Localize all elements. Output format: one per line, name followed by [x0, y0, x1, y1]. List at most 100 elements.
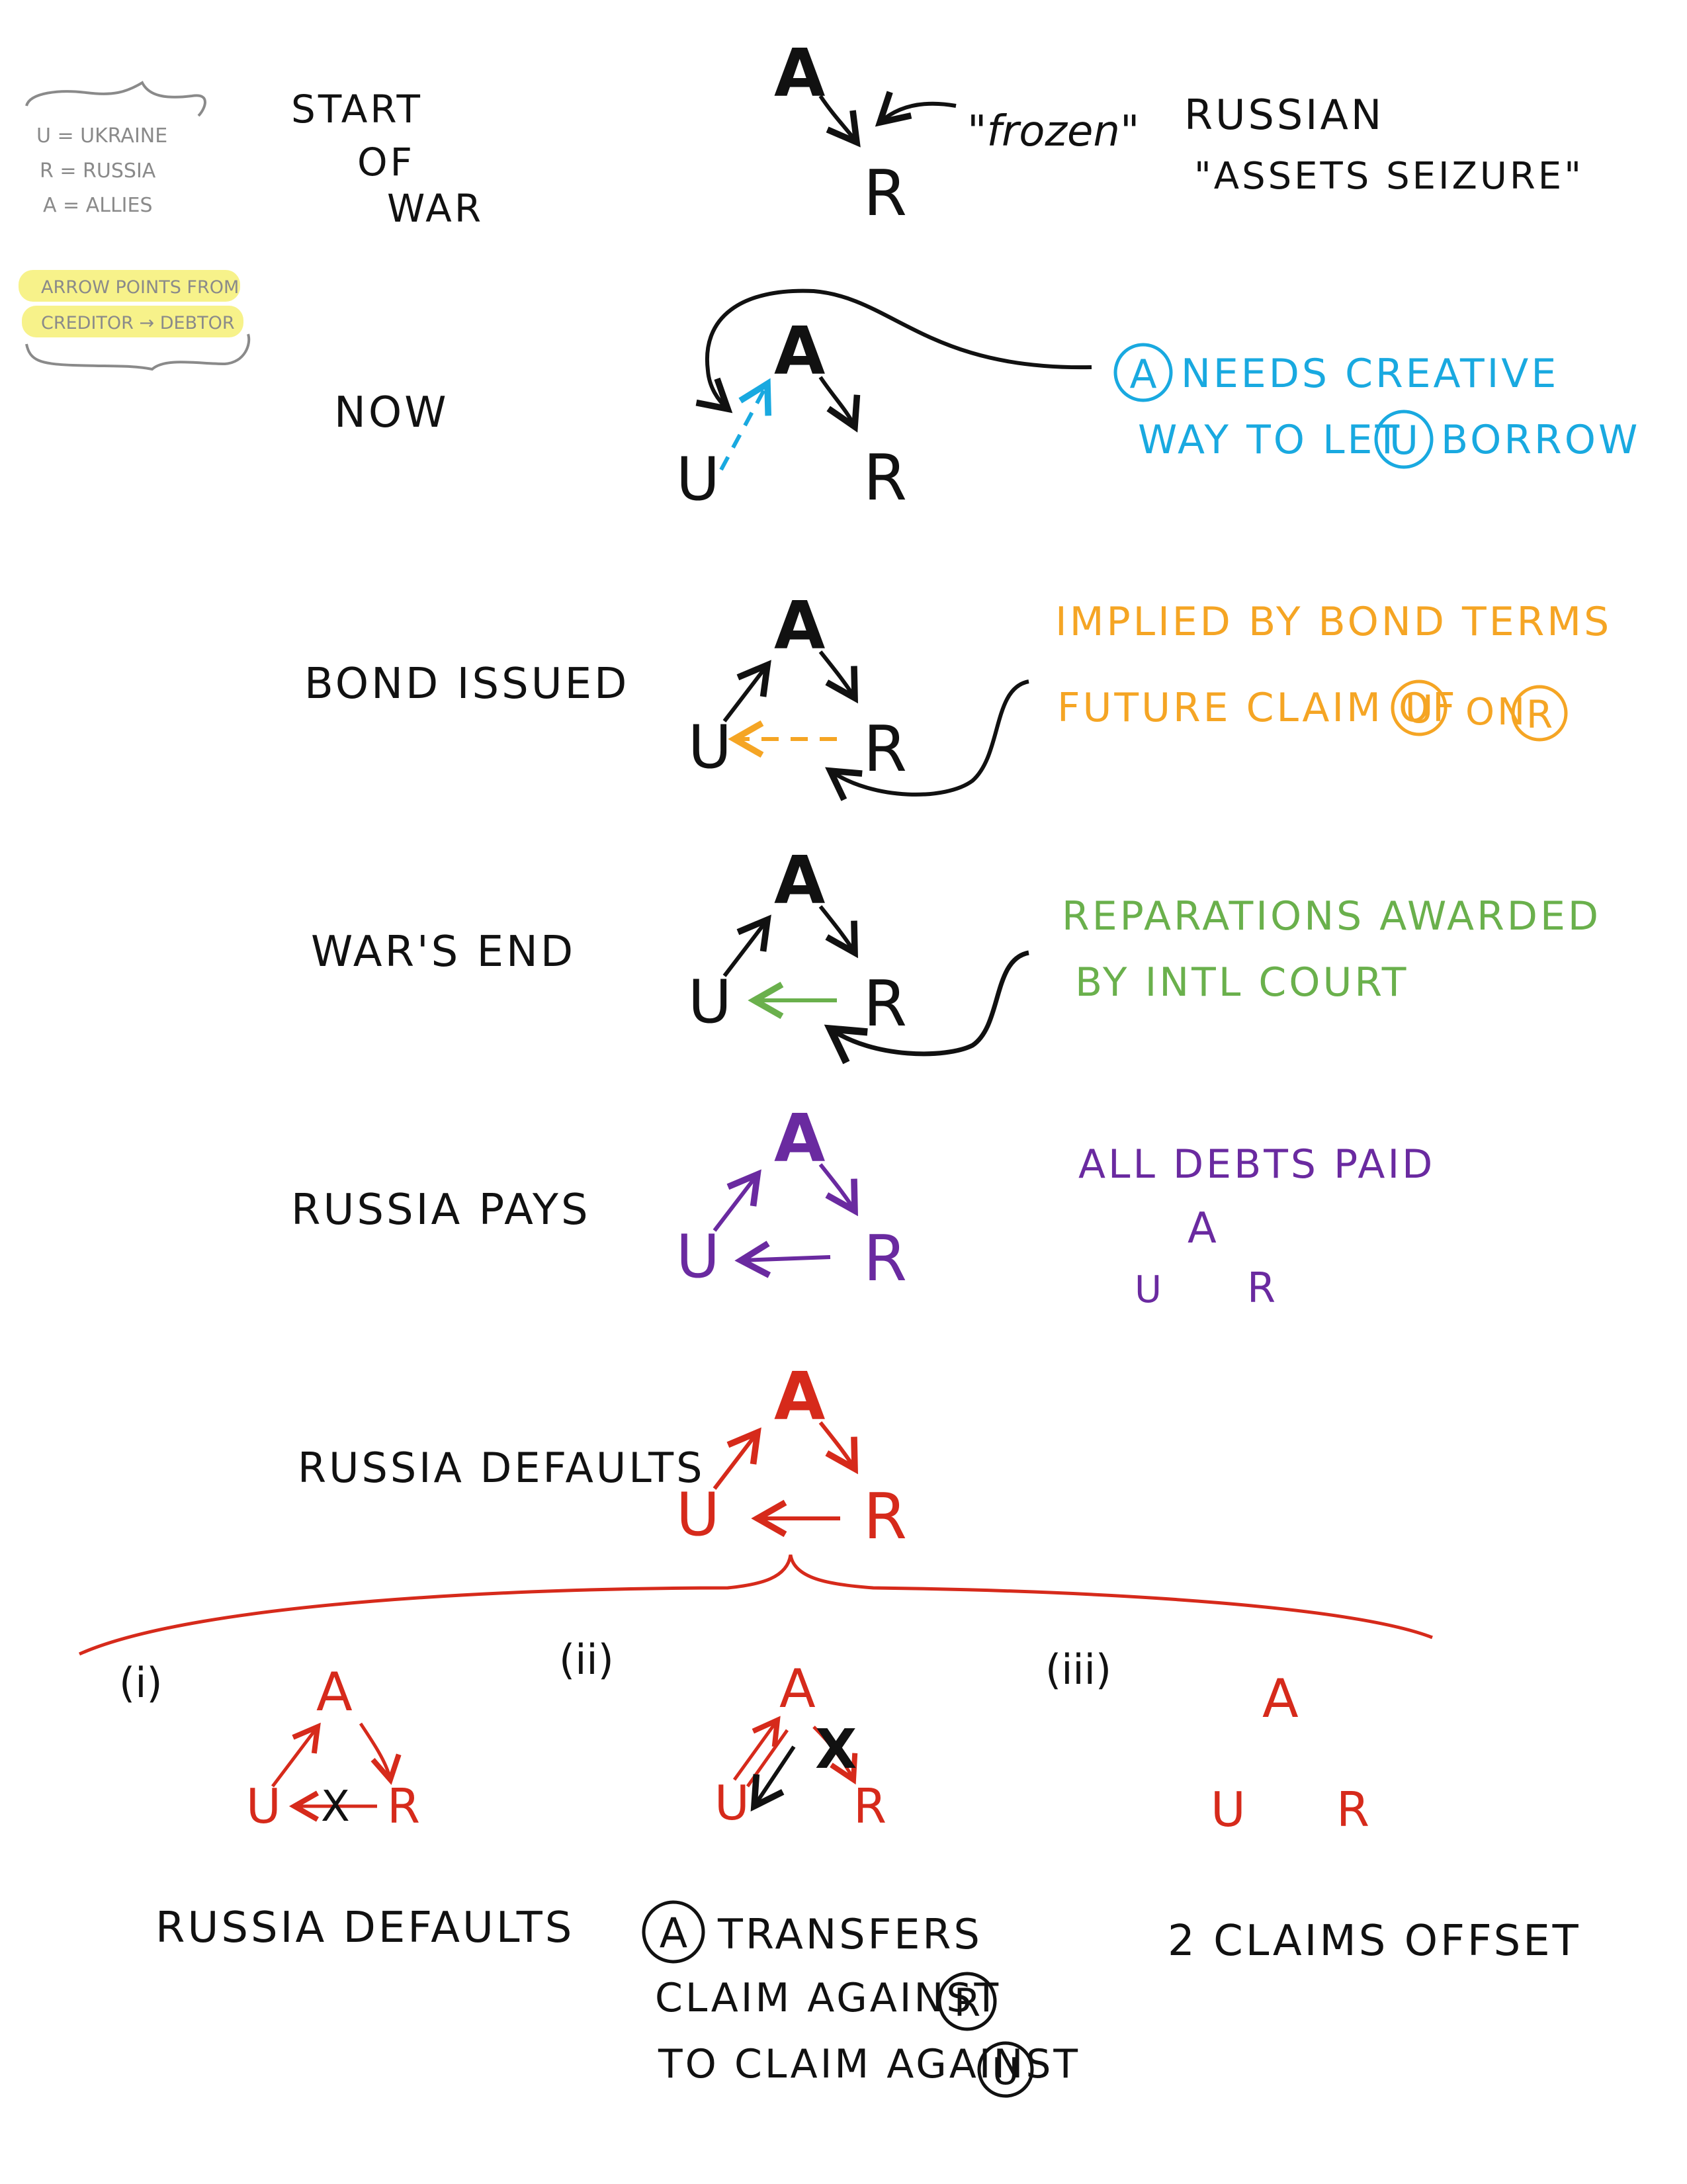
dashed-arrow-ukraine-to-allies	[719, 378, 772, 471]
stage-note: "ASSETS SEIZURE"	[1194, 155, 1584, 198]
node-allies: A	[774, 587, 825, 664]
node-russia: R	[863, 442, 907, 515]
stage-note: WAY TO LET	[1138, 417, 1402, 463]
arrow-allies-to-russia	[818, 905, 858, 959]
legend-highlight-2	[22, 306, 243, 337]
arrow-ukraine-to-allies	[722, 914, 771, 977]
stage-label: WAR	[387, 186, 484, 231]
node-russia: R	[387, 1778, 420, 1834]
stage-note: REPARATIONS AWARDED	[1062, 893, 1601, 939]
arrow-allies-to-russia	[818, 1421, 858, 1475]
ukraine-circle-badge	[977, 2041, 1034, 2098]
arrow-ukraine-to-allies	[713, 1427, 761, 1490]
stage-bond-issued: BOND ISSUED A U R IMPLIED BY BOND TERMS …	[304, 587, 1612, 801]
outcome-caption: TO CLAIM AGAINST	[658, 2041, 1080, 2087]
mini-node-allies: A	[1188, 1204, 1217, 1253]
node-allies: A	[316, 1661, 353, 1723]
stage-start-of-war: START OF WAR A R "frozen" RUSSIAN "ASSET…	[291, 34, 1584, 231]
arrow-allies-to-russia	[818, 376, 861, 433]
stage-note: FUTURE CLAIM OF	[1057, 685, 1458, 731]
arrow-allies-to-russia	[818, 1163, 858, 1217]
stage-note: ALL DEBTS PAID	[1078, 1141, 1435, 1188]
node-ukraine: U	[676, 1480, 720, 1550]
outcomes-brace	[78, 1554, 1433, 1656]
cross-mark: X	[321, 1782, 350, 1831]
outcome-number: (i)	[119, 1659, 163, 1707]
node-ukraine: U	[688, 713, 732, 782]
arrow-ukraine-to-allies	[271, 1722, 321, 1788]
node-allies: A	[774, 312, 825, 390]
stage-russia-pays: RUSSIA PAYS A U R ALL DEBTS PAID A U R	[291, 1100, 1435, 1312]
mini-node-russia: R	[1247, 1264, 1276, 1312]
stage-label: OF	[357, 140, 415, 185]
node-allies: A	[774, 1100, 825, 1177]
allies-badge-letter: A	[660, 1909, 687, 1957]
stage-note: IMPLIED BY BOND TERMS	[1055, 599, 1612, 645]
arrow-ukraine-to-allies	[732, 1716, 781, 1781]
outcome-caption: 2 CLAIMS OFFSET	[1168, 1917, 1581, 1966]
legend-line-russia: R = RUSSIA	[40, 159, 156, 183]
russia-circle-badge	[1511, 685, 1568, 742]
outcome-caption: RUSSIA DEFAULTS	[155, 1903, 574, 1952]
legend-line-allies: A = ALLIES	[43, 194, 153, 217]
russia-badge-letter: R	[1526, 692, 1553, 737]
legend: U = UKRAINE R = RUSSIA A = ALLIES ARROW …	[19, 81, 251, 371]
outcome-number: (iii)	[1045, 1645, 1111, 1694]
outcome-ii: (ii) A U R X A TRANSFERS CLAIM AGAINST R…	[559, 1636, 1080, 2098]
node-ukraine: U	[714, 1775, 750, 1831]
node-ukraine: U	[688, 967, 732, 1037]
allies-badge-letter: A	[1129, 351, 1156, 398]
arrow-reparations-curve	[824, 950, 1029, 1065]
stage-label: RUSSIA PAYS	[291, 1186, 591, 1235]
arrow-ukraine-to-allies	[722, 660, 771, 722]
ukraine-badge-letter: U	[992, 2050, 1019, 2093]
stage-note: NEEDS CREATIVE	[1181, 351, 1559, 397]
outcome-i: (i) A U R X RUSSIA DEFAULTS	[119, 1659, 574, 1952]
mini-node-ukraine: U	[1135, 1268, 1162, 1311]
stage-note: RUSSIAN	[1184, 91, 1384, 139]
stage-label: START	[291, 87, 423, 132]
node-russia: R	[863, 157, 907, 230]
legend-note-line-1: ARROW POINTS FROM	[41, 277, 239, 298]
arrow-allies-to-russia	[812, 1725, 858, 1785]
legend-bottom-brace	[25, 333, 251, 371]
legend-top-brace	[25, 81, 206, 117]
stage-wars-end: WAR'S END A U R REPARATIONS AWARDED BY I…	[311, 842, 1601, 1065]
stage-label: NOW	[334, 388, 449, 437]
arrow-allies-to-russia	[359, 1722, 402, 1785]
stage-label: WAR'S END	[311, 928, 576, 977]
arrow-allies-to-ukraine	[750, 1745, 796, 1812]
russia-circle-badge	[937, 1972, 997, 2031]
legend-highlight-1	[19, 270, 240, 302]
node-russia: R	[853, 1778, 887, 1834]
ukraine-badge-letter: U	[1389, 417, 1418, 464]
stage-russia-defaults: RUSSIA DEFAULTS A U R	[78, 1358, 1433, 1656]
outcome-iii: (iii) A U R 2 CLAIMS OFFSET	[1045, 1645, 1581, 1966]
ukraine-circle-badge	[1391, 679, 1448, 736]
legend-note-line-2: CREDITOR → DEBTOR	[41, 313, 235, 333]
outcome-number: (ii)	[559, 1636, 614, 1684]
arrow-ukraine-to-allies-second	[746, 1729, 789, 1788]
outcome-caption: TRANSFERS	[717, 1910, 982, 1958]
node-russia: R	[1336, 1782, 1369, 1837]
node-russia: R	[863, 713, 907, 786]
arrow-russia-to-ukraine	[734, 1241, 831, 1278]
node-ukraine: U	[1211, 1782, 1246, 1837]
allies-circle-badge	[1113, 343, 1173, 402]
node-allies: A	[774, 34, 825, 112]
arrow-implied-curve	[825, 679, 1029, 801]
russia-badge-letter: R	[954, 1980, 980, 2025]
node-ukraine: U	[246, 1778, 281, 1834]
arrow-allies-to-russia	[818, 650, 858, 704]
arrow-allies-to-russia	[818, 95, 861, 148]
legend-line-ukraine: U = UKRAINE	[36, 124, 167, 148]
cross-mark: X	[815, 1718, 857, 1781]
arrow-ukraine-to-allies	[713, 1169, 761, 1232]
node-russia: R	[863, 1481, 907, 1553]
stage-label: BOND ISSUED	[304, 660, 629, 709]
node-allies: A	[779, 1658, 816, 1720]
node-allies: A	[774, 842, 825, 919]
node-russia: R	[863, 1223, 907, 1295]
